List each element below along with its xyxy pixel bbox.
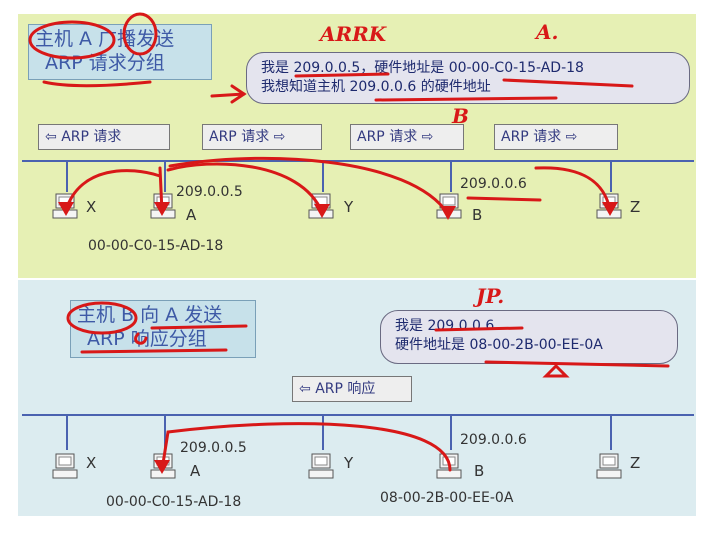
- host-label-a: A: [190, 462, 201, 480]
- broadcast-arc-to-y: [166, 162, 324, 214]
- host-label-x: X: [86, 198, 97, 216]
- annotation-letter-a: A.: [536, 20, 559, 44]
- arp-request-message-3: ARP 请求 ⇨: [350, 124, 464, 150]
- reply-drop-x: [66, 414, 68, 450]
- underline-mac-a-mark: [502, 78, 634, 88]
- underline-ip-b-diagram-mark: [466, 196, 542, 202]
- host-label-z: Z: [630, 198, 641, 216]
- arp-request-message-2: ARP 请求 ⇨: [202, 124, 322, 150]
- host-label-y: Y: [344, 454, 354, 472]
- reply-title-line1: 主机 B 向 A 发送: [77, 304, 223, 326]
- arrowhead-to-y: [314, 204, 330, 218]
- small-loop-mark: [134, 332, 148, 345]
- unicast-arc-b-to-a: [160, 422, 452, 472]
- request-drop-y: [322, 160, 324, 192]
- host-label-z: Z: [630, 454, 641, 472]
- underline-reply-ip-mark: [434, 326, 524, 332]
- request-drop-a: [164, 160, 166, 192]
- circle-host-a-mark: [28, 20, 116, 60]
- host-label-b: B: [472, 206, 483, 224]
- arp-request-message-4: ARP 请求 ⇨: [494, 124, 618, 150]
- request-drop-x: [66, 160, 68, 192]
- arrowhead-to-a: [154, 202, 170, 216]
- circle-host-b-mark: [66, 301, 138, 335]
- request-ip-b: 209.0.0.6: [460, 176, 527, 192]
- reply-drop-b: [450, 414, 452, 450]
- underline-reply-title-mark: [150, 324, 248, 330]
- annotation-reply-word: JP.: [476, 284, 505, 308]
- request-title-box: 主机 A 广播发送 ARP 请求分组: [28, 24, 212, 80]
- computer-y-icon: [308, 453, 334, 479]
- broadcast-arc-to-b: [168, 156, 450, 216]
- computer-z-icon: [596, 453, 622, 479]
- arrowhead-to-x: [58, 202, 74, 216]
- host-label-x: X: [86, 454, 97, 472]
- arrow-to-bubble-mark: [210, 92, 246, 98]
- reply-network-bus: [22, 414, 694, 416]
- reply-ip-b: 209.0.0.6: [460, 432, 527, 448]
- arrow-to-bubble-head: [230, 84, 247, 104]
- broadcast-arc-to-z: [534, 166, 612, 212]
- host-label-a: A: [186, 206, 197, 224]
- underline-ip-b-mark: [374, 96, 558, 102]
- reply-mac-b: 08-00-2B-00-EE-0A: [380, 490, 514, 506]
- request-network-bus: [22, 160, 694, 162]
- reply-drop-z: [610, 414, 612, 450]
- reply-ip-a: 209.0.0.5: [180, 440, 247, 456]
- request-mac-a: 00-00-C0-15-AD-18: [88, 238, 224, 254]
- annotation-letter-b: B: [452, 104, 469, 128]
- request-bubble-line1: 我是 209.0.0.5，硬件地址是 00-00-C0-15-AD-18: [261, 60, 584, 76]
- reply-drop-y: [322, 414, 324, 450]
- circle-broadcast-mark: [122, 12, 158, 56]
- annotation-top-word: ARRK: [320, 22, 387, 46]
- underline-ip-a-mark: [294, 72, 390, 78]
- triangle-mark: [542, 363, 570, 378]
- reply-bubble-line2: 硬件地址是 08-00-2B-00-EE-0A: [395, 337, 603, 353]
- request-drop-z: [610, 160, 612, 192]
- broadcast-arc-to-x: [64, 169, 162, 212]
- computer-x-icon: [52, 453, 78, 479]
- host-label-b: B: [474, 462, 485, 480]
- underline-reply-mac-mark: [484, 360, 670, 368]
- arrowhead-to-z: [602, 202, 618, 216]
- arrowhead-reply-to-a: [154, 460, 170, 474]
- request-drop-b: [450, 160, 452, 192]
- request-speech-bubble: 我是 209.0.0.5，硬件地址是 00-00-C0-15-AD-18 我想知…: [246, 52, 690, 104]
- underline-arp-mark: [42, 80, 152, 88]
- reply-title-box: 主机 B 向 A 发送 ARP 响应分组: [70, 300, 256, 358]
- arp-reply-message: ⇦ ARP 响应: [292, 376, 412, 402]
- request-ip-a: 209.0.0.5: [176, 184, 243, 200]
- reply-drop-a: [164, 414, 166, 450]
- arrowhead-to-b: [440, 206, 456, 220]
- host-label-y: Y: [344, 198, 354, 216]
- underline-reply-arp-mark: [80, 348, 228, 354]
- request-bubble-line2: 我想知道主机 209.0.0.6 的硬件地址: [261, 79, 491, 95]
- request-title-line1: 主机 A 广播发送: [35, 28, 175, 50]
- arp-request-message-1: ⇦ ARP 请求: [38, 124, 170, 150]
- reply-mac-a: 00-00-C0-15-AD-18: [106, 494, 242, 510]
